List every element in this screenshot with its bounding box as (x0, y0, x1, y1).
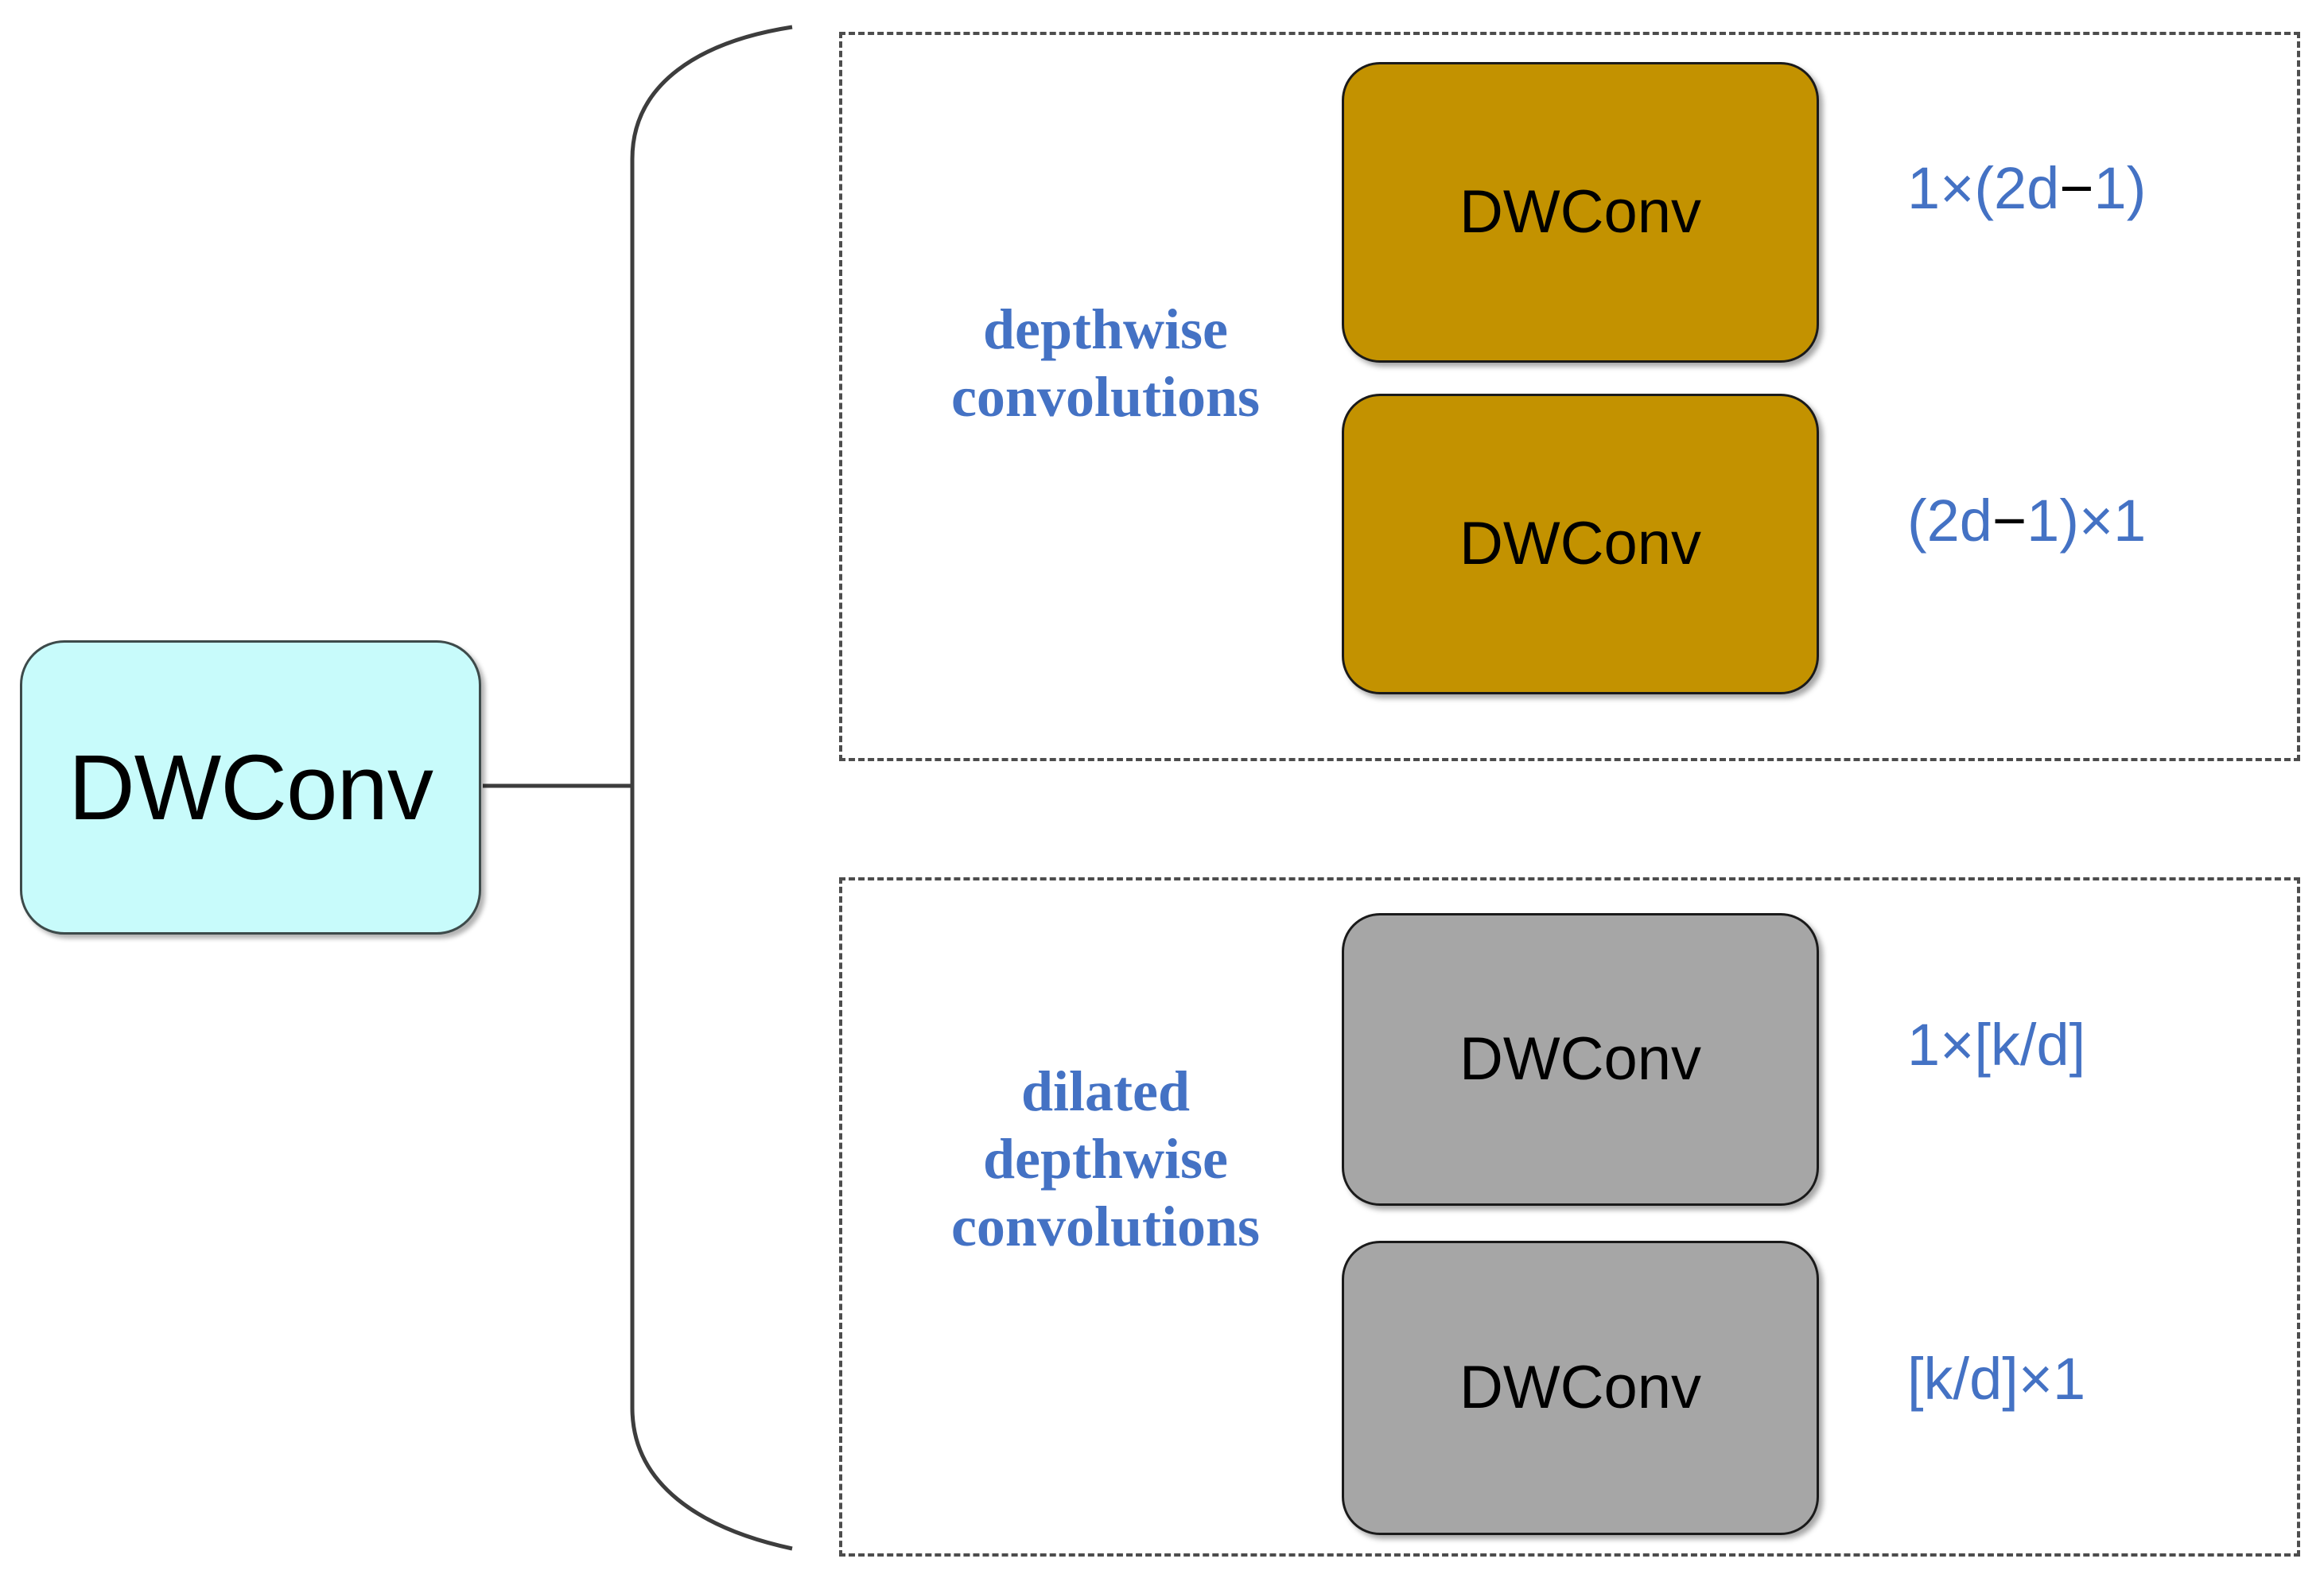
kernel-minus: − (1992, 488, 2027, 554)
kernel-suffix: 1)×1 (2027, 488, 2147, 554)
kernel-label-depthwise-2: (2d−1)×1 (1907, 492, 2146, 550)
kernel-prefix: 1×(2d (1907, 155, 2060, 221)
kernel-prefix: 1×[k/d] (1907, 1012, 2086, 1078)
caption-line: depthwise (982, 297, 1229, 361)
conv-block-depthwise-1[interactable]: DWConv (1342, 62, 1819, 363)
caption-line: convolutions (950, 364, 1261, 429)
conv-block-label: DWConv (1459, 1025, 1702, 1093)
group-panel-depthwise (839, 32, 2300, 761)
conv-block-dilated-1[interactable]: DWConv (1342, 913, 1819, 1206)
kernel-suffix: 1) (2093, 155, 2147, 221)
kernel-minus: − (2059, 155, 2094, 221)
conv-block-depthwise-2[interactable]: DWConv (1342, 394, 1819, 694)
conv-block-dilated-2[interactable]: DWConv (1342, 1241, 1819, 1535)
kernel-prefix: [k/d]×1 (1907, 1346, 2086, 1412)
kernel-label-dilated-2: [k/d]×1 (1907, 1350, 2085, 1409)
group-caption-dilated: dilated depthwise convolutions (907, 1058, 1304, 1261)
root-node-label: DWConv (68, 736, 433, 839)
root-node-dwconv[interactable]: DWConv (20, 640, 481, 935)
kernel-prefix: (2d (1907, 488, 1992, 554)
caption-line: convolutions (950, 1194, 1261, 1258)
caption-line: depthwise (982, 1126, 1229, 1191)
kernel-label-dilated-1: 1×[k/d] (1907, 1016, 2085, 1075)
conv-block-label: DWConv (1459, 510, 1702, 577)
group-panel-dilated (839, 877, 2300, 1557)
conv-block-label: DWConv (1459, 1354, 1702, 1421)
caption-line: dilated (1020, 1059, 1191, 1123)
conv-block-label: DWConv (1459, 178, 1702, 246)
kernel-label-depthwise-1: 1×(2d−1) (1907, 159, 2146, 218)
group-caption-depthwise: depthwise convolutions (907, 296, 1304, 431)
